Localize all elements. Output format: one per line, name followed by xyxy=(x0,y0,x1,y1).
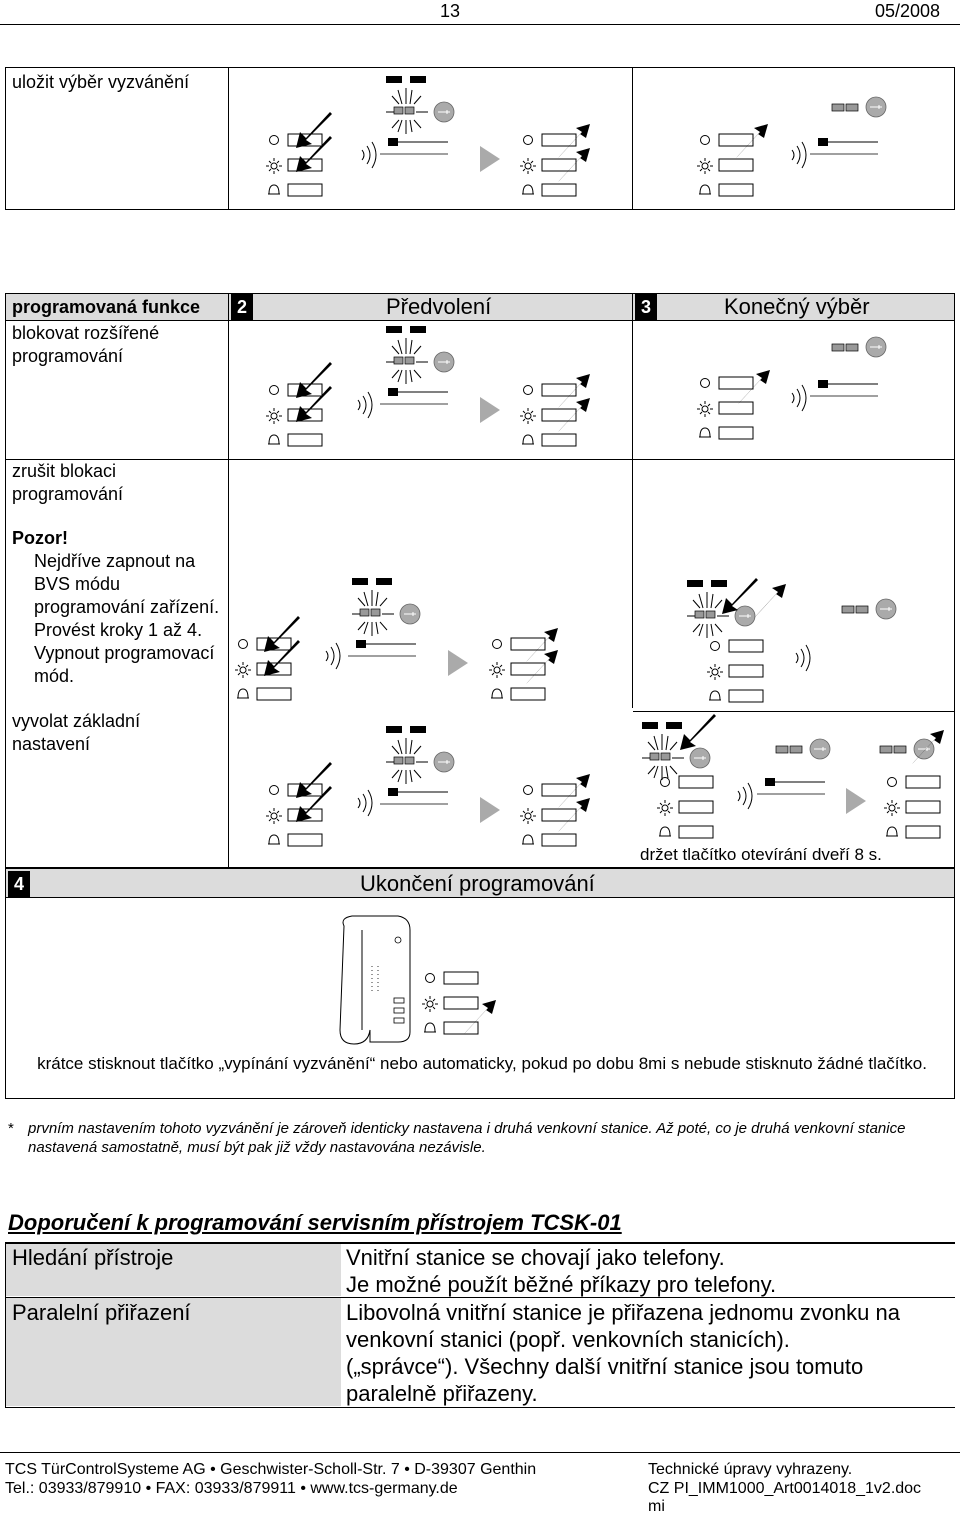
step4-number: 4 xyxy=(8,871,30,897)
footnote-mark: * xyxy=(8,1120,14,1137)
diagram-save-right xyxy=(696,96,887,197)
rec-row2-label: Paralelní přiřazení xyxy=(12,1300,191,1325)
header-rule xyxy=(0,24,960,25)
header-date: 05/2008 xyxy=(875,1,941,21)
rec-row2-line4: paralelně přiřazeny. xyxy=(346,1381,538,1406)
hold-door-note: držet tlačítko otevírání dveří 8 s. xyxy=(640,845,882,864)
rec-row2-line1: Libovolná vnitřní stanice je přiřazena j… xyxy=(346,1300,900,1325)
diagram-save-left xyxy=(265,75,590,197)
step4-title: Ukončení programování xyxy=(360,871,595,896)
rec-row2-line2: venkovní stanici (popř. venkovních stani… xyxy=(346,1327,790,1352)
step4-section xyxy=(5,868,955,1099)
step3-number: 3 xyxy=(635,294,657,320)
rec-row1-line2: Je možné použít běžné příkazy pro telefo… xyxy=(346,1272,777,1297)
footer-docref: CZ PI_IMM1000_Art0014018_1v2.doc xyxy=(648,1480,922,1497)
function-column-header: programovaná funkce xyxy=(12,297,201,317)
rec-row1-label: Hledání přístroje xyxy=(12,1245,174,1270)
rec-row2-line3: („správce“). Všechny další vnitřní stani… xyxy=(346,1354,864,1379)
step3-title: Konečný výběr xyxy=(724,294,870,319)
footer-company: TCS TürControlSysteme AG • Geschwister-S… xyxy=(5,1461,537,1478)
unblock-programming-label: zrušit blokaci programování xyxy=(12,461,124,504)
step4-instruction: krátce stisknout tlačítko „vypínání vyzv… xyxy=(37,1054,927,1073)
rec-row1-line1: Vnitřní stanice se chovají jako telefony… xyxy=(346,1245,725,1270)
page-number: 13 xyxy=(440,1,461,21)
table-header xyxy=(6,294,954,320)
reset-default-label: vyvolat základní nastavení xyxy=(12,711,141,754)
footer-contacts: Tel.: 03933/879910 • FAX: 03933/879911 •… xyxy=(5,1480,458,1497)
step2-number: 2 xyxy=(231,294,253,320)
footnote-text: prvním nastavením tohoto vyzvánění je zá… xyxy=(28,1120,906,1156)
step2-title: Předvolení xyxy=(386,294,492,319)
rec-row2-label-cell xyxy=(5,1298,341,1406)
block-programming-label: blokovat rozšířené programování xyxy=(12,323,160,366)
footer-notice: Technické úpravy vyhrazeny. xyxy=(648,1461,853,1478)
step4-header xyxy=(6,869,954,897)
warning-text: Nejdříve zapnout na BVS módu programován… xyxy=(34,551,220,686)
save-ringtone-label: uložit výběr vyzvánění xyxy=(12,72,190,92)
recommendation-title: Doporučení k programování servisním přís… xyxy=(8,1210,622,1235)
rec-row1-label-cell xyxy=(5,1244,341,1296)
footer-docref-suffix: mi xyxy=(648,1498,665,1515)
programming-table xyxy=(5,293,955,868)
save-ringtone-section xyxy=(5,67,955,210)
warning-title: Pozor! xyxy=(12,528,68,548)
handset-diagram xyxy=(339,915,496,1045)
